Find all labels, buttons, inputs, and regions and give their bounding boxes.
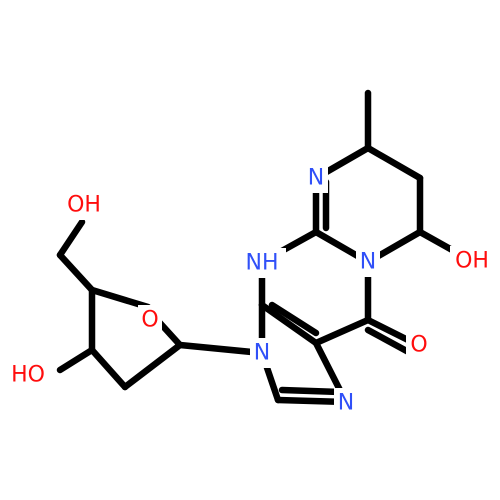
bond-c1-n9 (176, 341, 266, 357)
atom-n-imidazole-7: N (338, 391, 354, 416)
atom-ho-left: HO (11, 363, 45, 388)
bond-c6-c5 (312, 316, 372, 347)
bond-ch2-oh (56, 218, 86, 259)
bond-c3-oh (56, 346, 96, 374)
atom-n-pyrimidine: N (308, 166, 324, 191)
bond-c3-c2 (88, 346, 129, 391)
atom-o-ring: O (141, 308, 158, 333)
atom-n-fused: N (360, 250, 376, 275)
atom-n-imidazole-9: N (254, 341, 270, 366)
bond-c4-ch2 (56, 251, 96, 294)
bond-c4-c5-double (268, 301, 320, 337)
atom-oh-top: OH (67, 193, 101, 218)
bond-c8-n7-double (278, 386, 344, 396)
bond-cme-ch2 (364, 144, 424, 182)
atom-labels: OH O HO N N NH N N OH O (6, 163, 494, 418)
bond-c4-c5 (258, 301, 320, 347)
bond-c2-c1 (121, 341, 184, 391)
atom-o-carbonyl: O (410, 333, 427, 358)
atom-nh: NH (246, 251, 279, 276)
bond-c4-oring (88, 286, 152, 311)
atom-oh-right: OH (455, 249, 489, 274)
